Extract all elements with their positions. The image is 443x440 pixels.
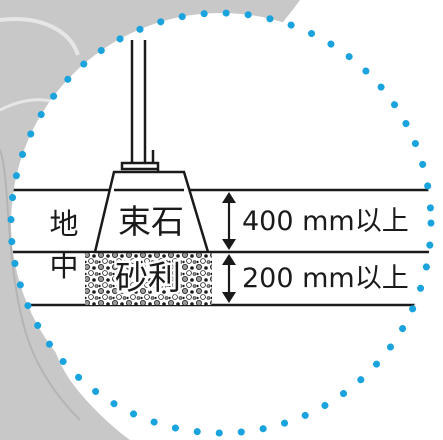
metal-plate xyxy=(120,161,160,171)
dimension-arrow-gravel xyxy=(222,254,236,303)
dotted-circle-outline xyxy=(7,9,435,437)
gravel-layer xyxy=(85,253,212,305)
foundation-stone-label: 束石 xyxy=(118,202,184,241)
gravel-depth-label: 200 mm以上 xyxy=(242,263,409,294)
diagram-drawing xyxy=(11,40,431,307)
circle-background xyxy=(11,13,431,433)
ground-label-2: 中 xyxy=(49,249,78,283)
dimension-arrow-stone xyxy=(222,192,236,250)
stone-depth-label: 400 mm以上 xyxy=(242,206,409,237)
ground-label-1: 地 xyxy=(49,207,78,241)
gravel-label: 砂利 xyxy=(115,258,181,297)
foundation-stone xyxy=(93,170,210,254)
